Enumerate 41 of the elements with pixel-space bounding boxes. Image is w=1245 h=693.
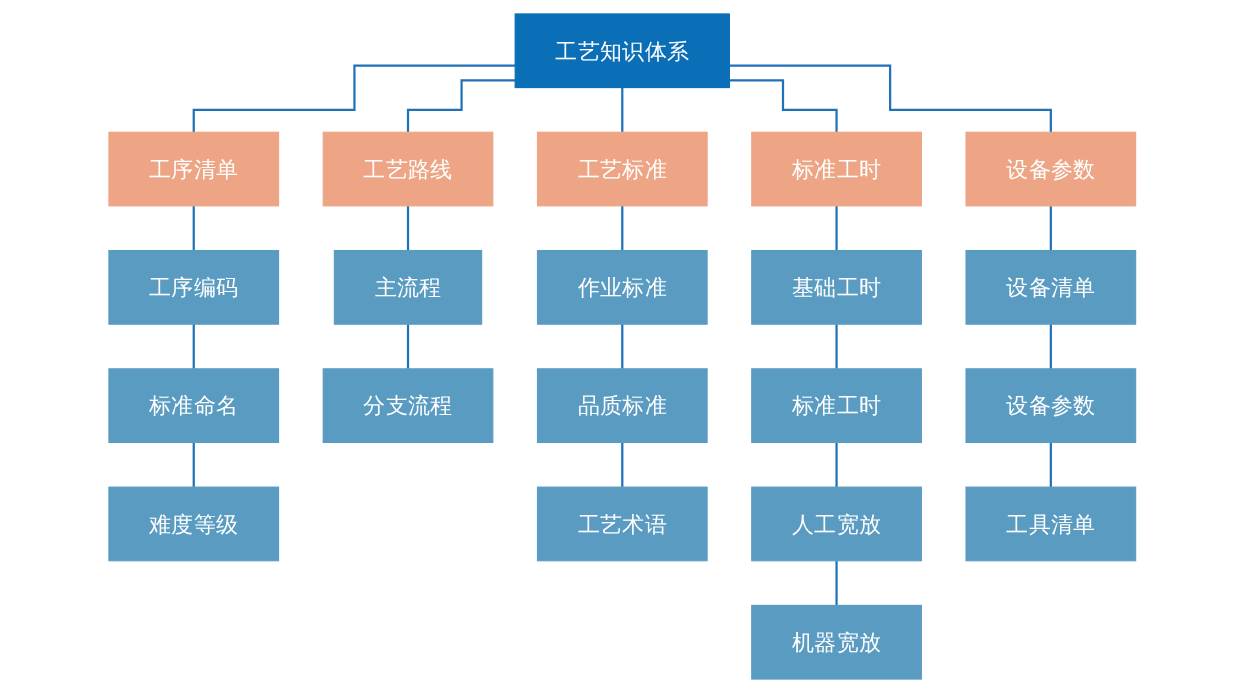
connector [1049, 323, 1053, 370]
connector [407, 79, 516, 134]
node-box: 作业标准 [537, 249, 708, 325]
connector [1049, 204, 1053, 252]
connector [835, 204, 838, 252]
node-box: 机器宽放 [751, 604, 923, 680]
node-box: 工艺路线 [322, 131, 494, 207]
node-box: 工具清单 [965, 486, 1137, 562]
connector [621, 204, 624, 252]
connector [835, 323, 838, 370]
node-box: 标准命名 [108, 368, 280, 444]
node-box: 工艺知识体系 [514, 13, 731, 89]
connector [621, 441, 624, 489]
connector [729, 64, 1053, 134]
node-box: 工序编码 [108, 249, 280, 325]
connector [192, 204, 196, 252]
node-box: 工艺标准 [537, 131, 708, 207]
connector [192, 323, 196, 370]
connector [407, 204, 410, 252]
connector [835, 559, 838, 607]
connector [192, 64, 516, 134]
connector [407, 323, 410, 370]
connector [835, 441, 838, 489]
node-box: 设备清单 [965, 249, 1137, 325]
node-box: 主流程 [334, 249, 483, 325]
connector [621, 86, 624, 134]
node-box: 难度等级 [108, 486, 280, 562]
connector [192, 441, 196, 489]
connector [1049, 441, 1053, 489]
node-box: 设备参数 [965, 131, 1137, 207]
node-box: 品质标准 [537, 368, 708, 444]
node-box: 工序清单 [108, 131, 280, 207]
node-box: 标准工时 [751, 368, 923, 444]
connector [729, 79, 838, 134]
connector [621, 323, 624, 370]
node-box: 分支流程 [322, 368, 494, 444]
node-box: 设备参数 [965, 368, 1137, 444]
node-box: 基础工时 [751, 249, 923, 325]
node-box: 人工宽放 [751, 486, 923, 562]
node-box: 工艺术语 [537, 486, 708, 562]
node-box: 标准工时 [751, 131, 923, 207]
